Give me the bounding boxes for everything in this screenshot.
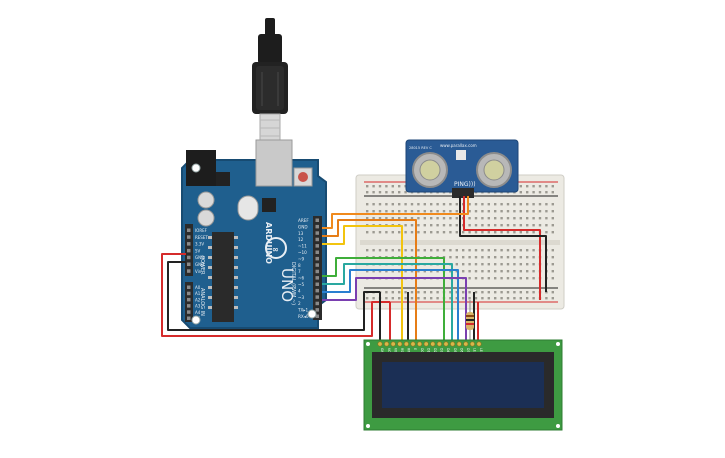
digital-pin-label: TX▸1	[297, 308, 309, 313]
digital-pin-label: 2	[298, 301, 301, 306]
capacitor-icon	[197, 191, 215, 209]
power-pin-label: IOREF	[195, 228, 208, 233]
digital-pin-label: GND	[298, 224, 308, 229]
lcd-pin-label: D6	[459, 348, 463, 352]
usb-port	[255, 139, 293, 187]
digital-pin-label: ~9	[298, 256, 305, 261]
analog-pin-label: A0	[195, 285, 201, 290]
power-pin-label: 5V	[195, 248, 201, 253]
lcd-pin-label: D5	[453, 348, 457, 352]
wire-teal-d4[interactable]	[322, 263, 453, 340]
sensor-top-text: www.parallax.com	[440, 143, 477, 148]
wire-blue-d3[interactable]	[322, 269, 459, 340]
capacitor-icon	[197, 209, 215, 227]
power-pin-label: Vin	[195, 269, 202, 274]
wire-green-d5[interactable]	[322, 257, 445, 340]
digital-pin-label: 13	[298, 231, 304, 236]
lcd-pin-label: D7	[466, 348, 470, 352]
digital-pin-label: ~3	[298, 295, 305, 300]
digital-section-label: DIGITAL (PWM ~)	[290, 262, 296, 305]
resistor-icon[interactable]	[466, 300, 474, 340]
lcd-pin-label: D2	[433, 348, 437, 352]
power-jack	[186, 150, 216, 186]
lcd-pin-label: RW	[407, 348, 411, 354]
arduino-logo-icon	[265, 237, 287, 259]
sensor-id-text: 28015 REV C	[409, 146, 432, 150]
digital-pin-label: ~11	[298, 244, 307, 249]
lcd-pin-label: E	[413, 348, 417, 350]
power-pin-label: GND	[195, 262, 204, 267]
digital-pin-label: RX◂0	[298, 314, 309, 319]
lcd-pin-label: D3	[440, 348, 444, 352]
lcd-pin-label: LED	[473, 348, 477, 355]
digital-pin-label: ~6	[298, 276, 305, 281]
wire-purple-d2[interactable]	[322, 277, 467, 340]
analog-header[interactable]	[185, 282, 193, 322]
analog-pin-label: A3	[195, 304, 201, 309]
arduino-brand: ARDUINO	[264, 222, 273, 264]
analog-pin-label: A4	[195, 310, 201, 315]
power-pin-label: GND	[195, 255, 204, 260]
power-pin-label: RESET	[195, 235, 208, 240]
digital-pin-label: 8	[298, 263, 301, 268]
lcd-pin-label: GND	[380, 348, 384, 356]
digital-pin-label: ~10	[298, 250, 307, 255]
digital-pin-label: AREF	[298, 218, 309, 223]
lcd-pin-label: D1	[426, 348, 430, 352]
analog-pin-label: A1	[195, 291, 201, 296]
small-chip	[262, 198, 276, 212]
digital-pin-label: ~5	[298, 282, 305, 287]
wire-orange-d13[interactable]	[322, 196, 469, 229]
wires	[161, 196, 547, 340]
digital-pin-label: 12	[298, 237, 304, 242]
svg-text:∞: ∞	[272, 245, 279, 254]
digital-pin-label: 7	[298, 269, 301, 274]
lcd-pin-label: D4	[446, 348, 450, 352]
sensor-led	[456, 150, 466, 160]
atmega-chip	[212, 232, 234, 322]
analog-section-label: ANALOG IN	[199, 288, 205, 316]
voltage-regulator	[216, 172, 230, 186]
lcd-pin-label: VCC	[387, 348, 391, 355]
digital-header[interactable]	[313, 216, 322, 320]
wire-5v-red[interactable]	[161, 253, 390, 337]
usb-cable-icon[interactable]	[252, 18, 288, 143]
arduino-uno-board[interactable]: ∞ ARDUINO UNO AREFGND1312~11~10~987~6~54…	[181, 139, 327, 329]
digital-pin-label: 4	[298, 288, 301, 293]
lcd-pin-label: D0	[420, 348, 424, 352]
sensor-pin-header[interactable]	[452, 188, 474, 198]
crystal-icon	[237, 195, 259, 221]
wire-orange-d12[interactable]	[322, 219, 417, 340]
lcd-screen	[382, 362, 544, 408]
ping-sensor[interactable]: www.parallax.com 28015 REV C PING)))	[405, 139, 519, 198]
sensor-name: PING)))	[454, 181, 476, 188]
lcd-pin-label: LED	[479, 348, 483, 355]
power-section-label: POWER	[199, 256, 205, 275]
wire-gnd-black[interactable]	[167, 261, 380, 331]
wire-black-sensor[interactable]	[459, 196, 547, 292]
lcd-pin-label: RS	[400, 348, 404, 352]
arduino-model: UNO	[278, 268, 296, 302]
lcd-pin-label: V0	[393, 348, 397, 352]
power-pin-label: 3.3V	[195, 242, 204, 247]
analog-pin-label: A2	[195, 297, 201, 302]
